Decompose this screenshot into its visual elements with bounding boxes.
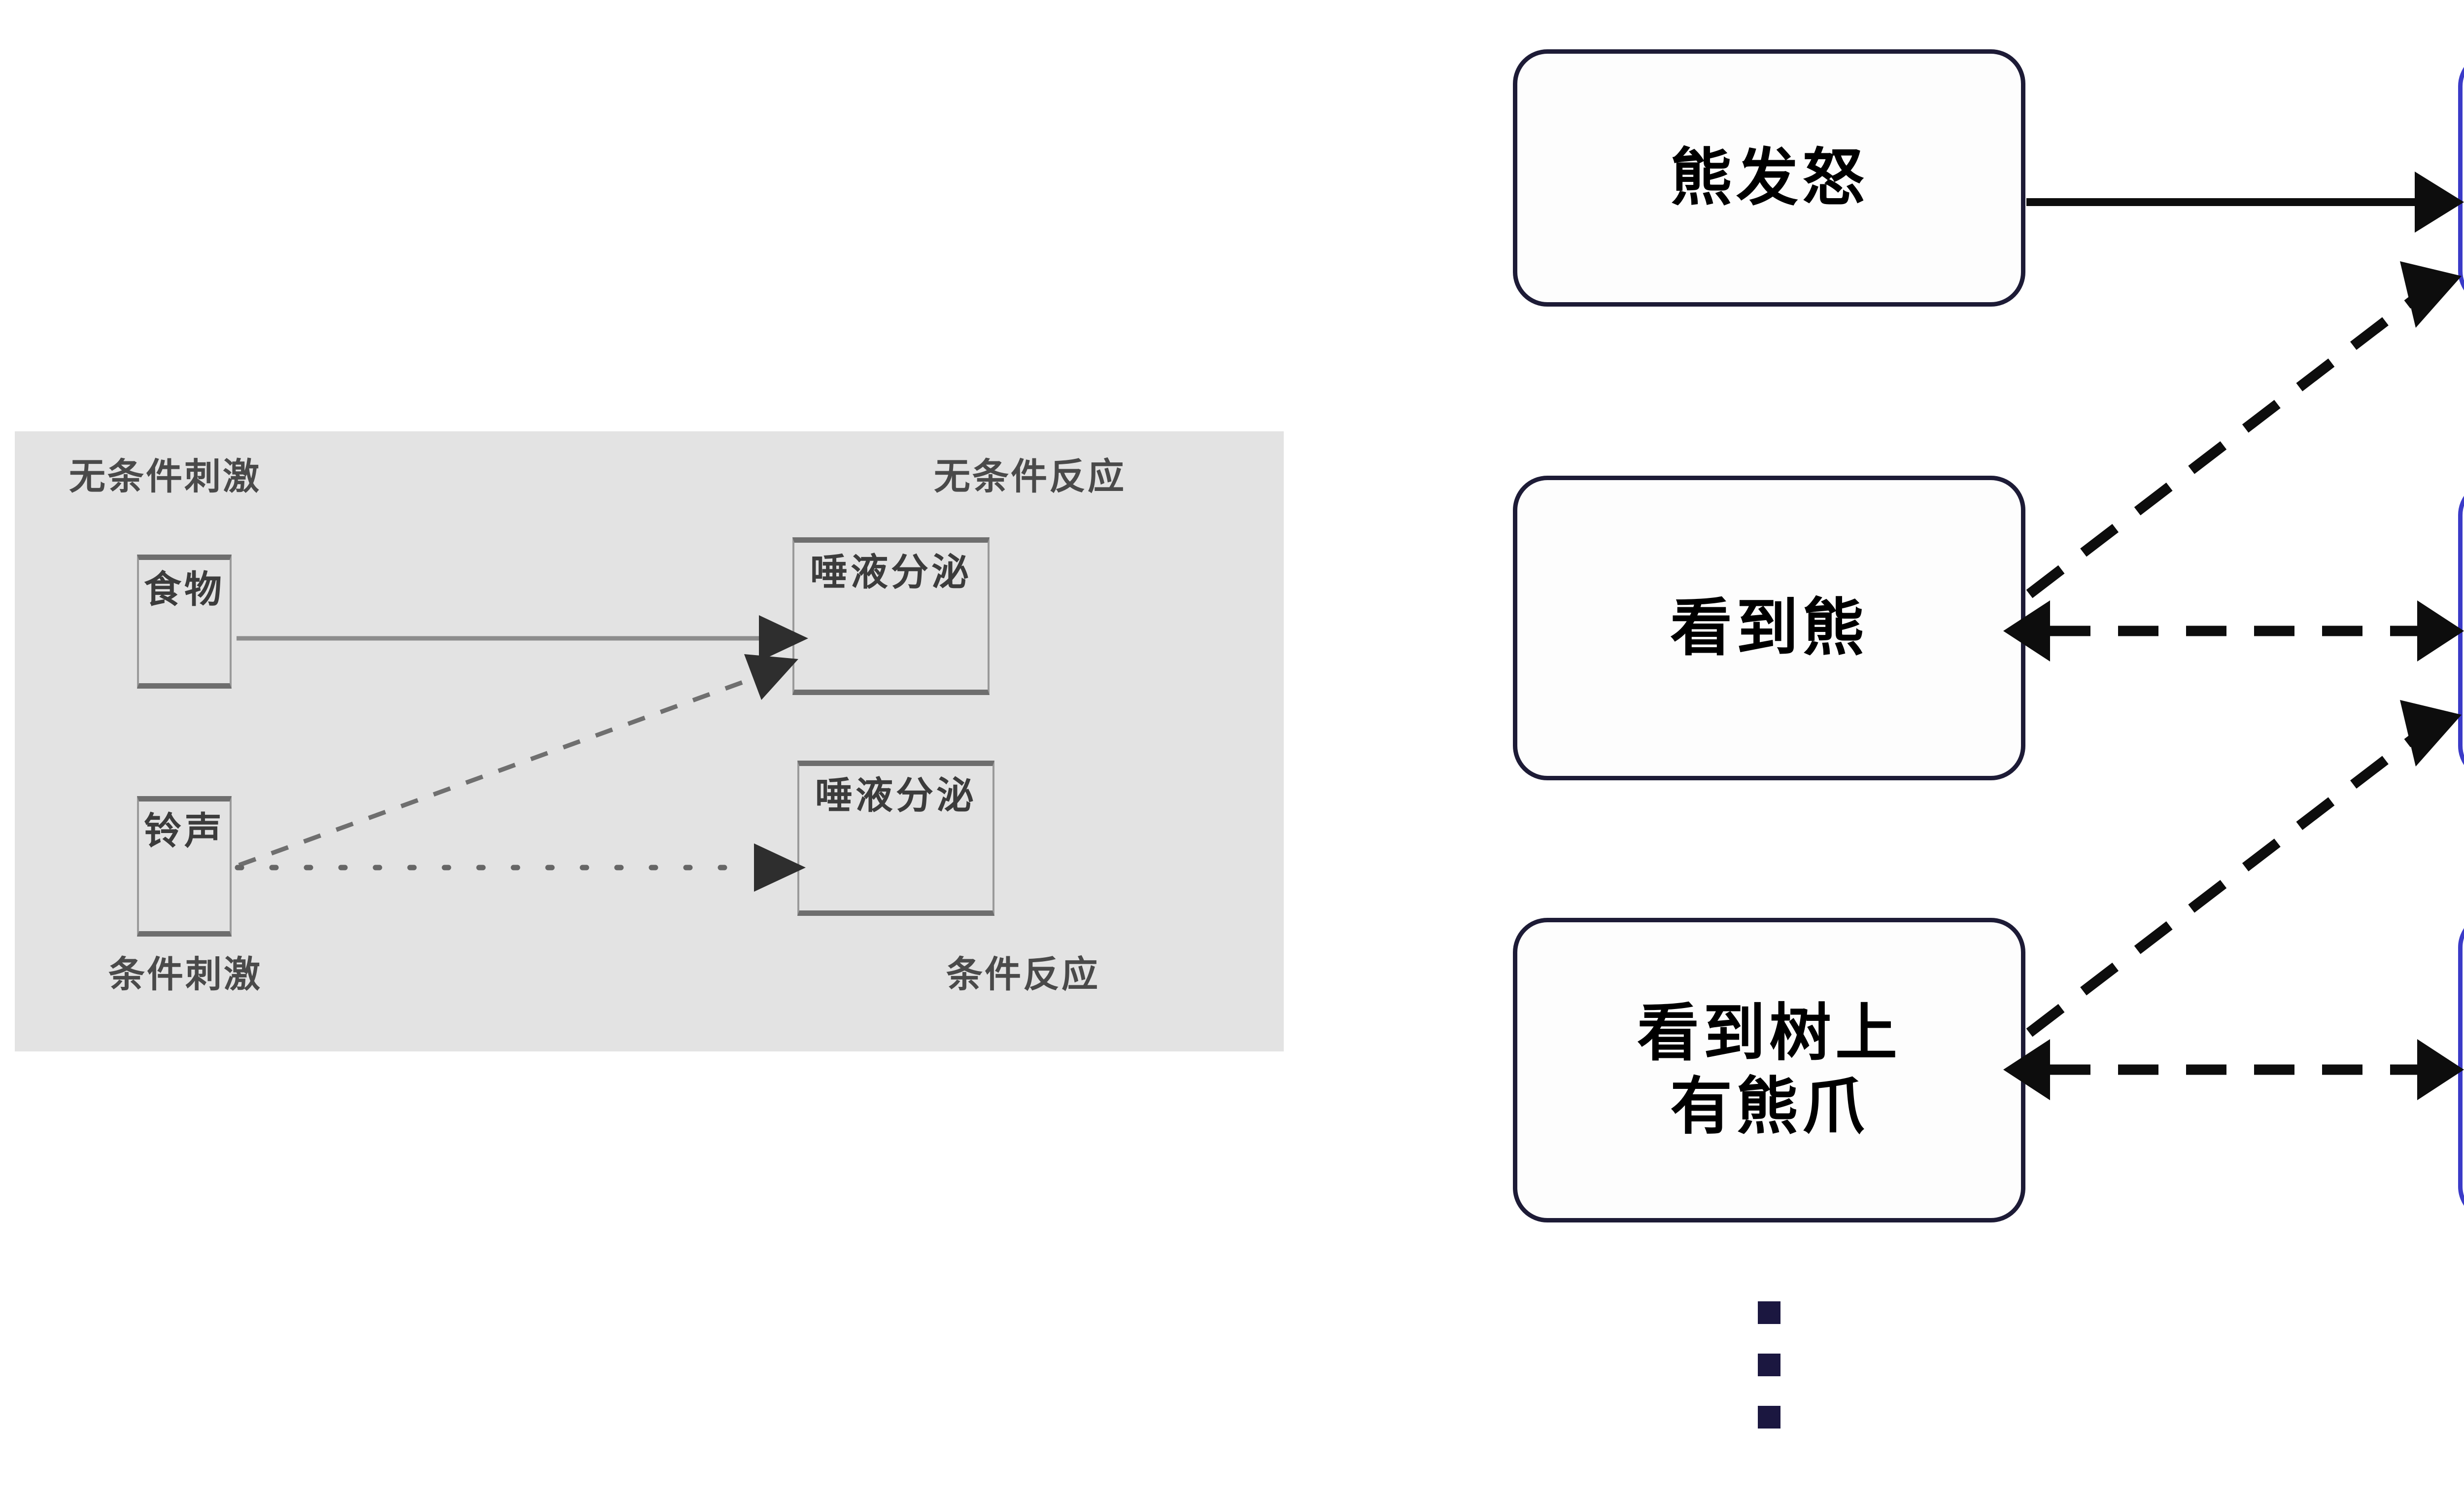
arrow-see-claw-to-v-s-next	[2026, 700, 2462, 1037]
arrow-food-to-salivation	[237, 615, 808, 662]
pavlov-box-bell: 铃声	[137, 796, 232, 937]
rl-box-see-bear[interactable]: 看到熊	[1513, 476, 2025, 780]
ellipsis-dot	[1758, 1301, 1780, 1324]
rl-box-see-bear-label: 看到熊	[1670, 591, 1868, 664]
ellipsis-dots-left-column	[1758, 1301, 1780, 1429]
rl-box-bear-angry[interactable]: 熊发怒	[1513, 49, 2025, 307]
classical-conditioning-panel: 无条件刺激 无条件反应 条件刺激 条件反应 食物 唾液分泌 铃声 唾液分泌	[15, 431, 1284, 1051]
rl-box-see-claw[interactable]: 看到树上 有熊爪	[1513, 918, 2025, 1222]
pavlov-connection-arrows	[235, 615, 808, 892]
pavlov-box-salivation-cond: 唾液分泌	[797, 761, 994, 916]
ellipsis-dot	[1758, 1406, 1780, 1429]
pavlov-box-salivation-uncond-label: 唾液分泌	[810, 550, 972, 594]
pavlov-box-bell-label: 铃声	[144, 809, 225, 853]
rl-box-see-claw-label: 看到树上 有熊爪	[1637, 997, 1901, 1143]
pavlov-box-salivation-uncond: 唾液分泌	[792, 537, 990, 695]
rl-box-v-s[interactable]: V(s)	[2458, 913, 2464, 1221]
label-conditioned-stimulus: 条件刺激	[108, 953, 262, 996]
arrow-bell-to-salivation-dotted	[235, 843, 806, 892]
label-unconditioned-stimulus: 无条件刺激	[69, 455, 261, 498]
pavlov-box-food: 食物	[137, 555, 232, 689]
arrow-see-bear-to-reward	[2026, 261, 2462, 598]
arrow-bear-angry-to-reward	[2026, 172, 2464, 233]
rl-box-v-s-next[interactable]: V(s′)	[2458, 481, 2464, 780]
ellipsis-dot	[1758, 1354, 1780, 1376]
pavlov-box-salivation-cond-label: 唾液分泌	[815, 773, 977, 817]
label-unconditioned-response: 无条件反应	[934, 455, 1126, 498]
label-conditioned-response: 条件反应	[946, 953, 1100, 996]
arrow-see-claw-to-v-s	[2003, 1039, 2464, 1100]
arrow-bell-to-salivation-diagonal	[238, 654, 798, 868]
pavlov-box-food-label: 食物	[144, 567, 225, 611]
rl-box-bear-angry-label: 熊发怒	[1670, 141, 1868, 214]
rl-box-reward[interactable]: 奖励	[2458, 52, 2464, 306]
arrow-see-bear-to-v-s-next	[2003, 600, 2464, 662]
